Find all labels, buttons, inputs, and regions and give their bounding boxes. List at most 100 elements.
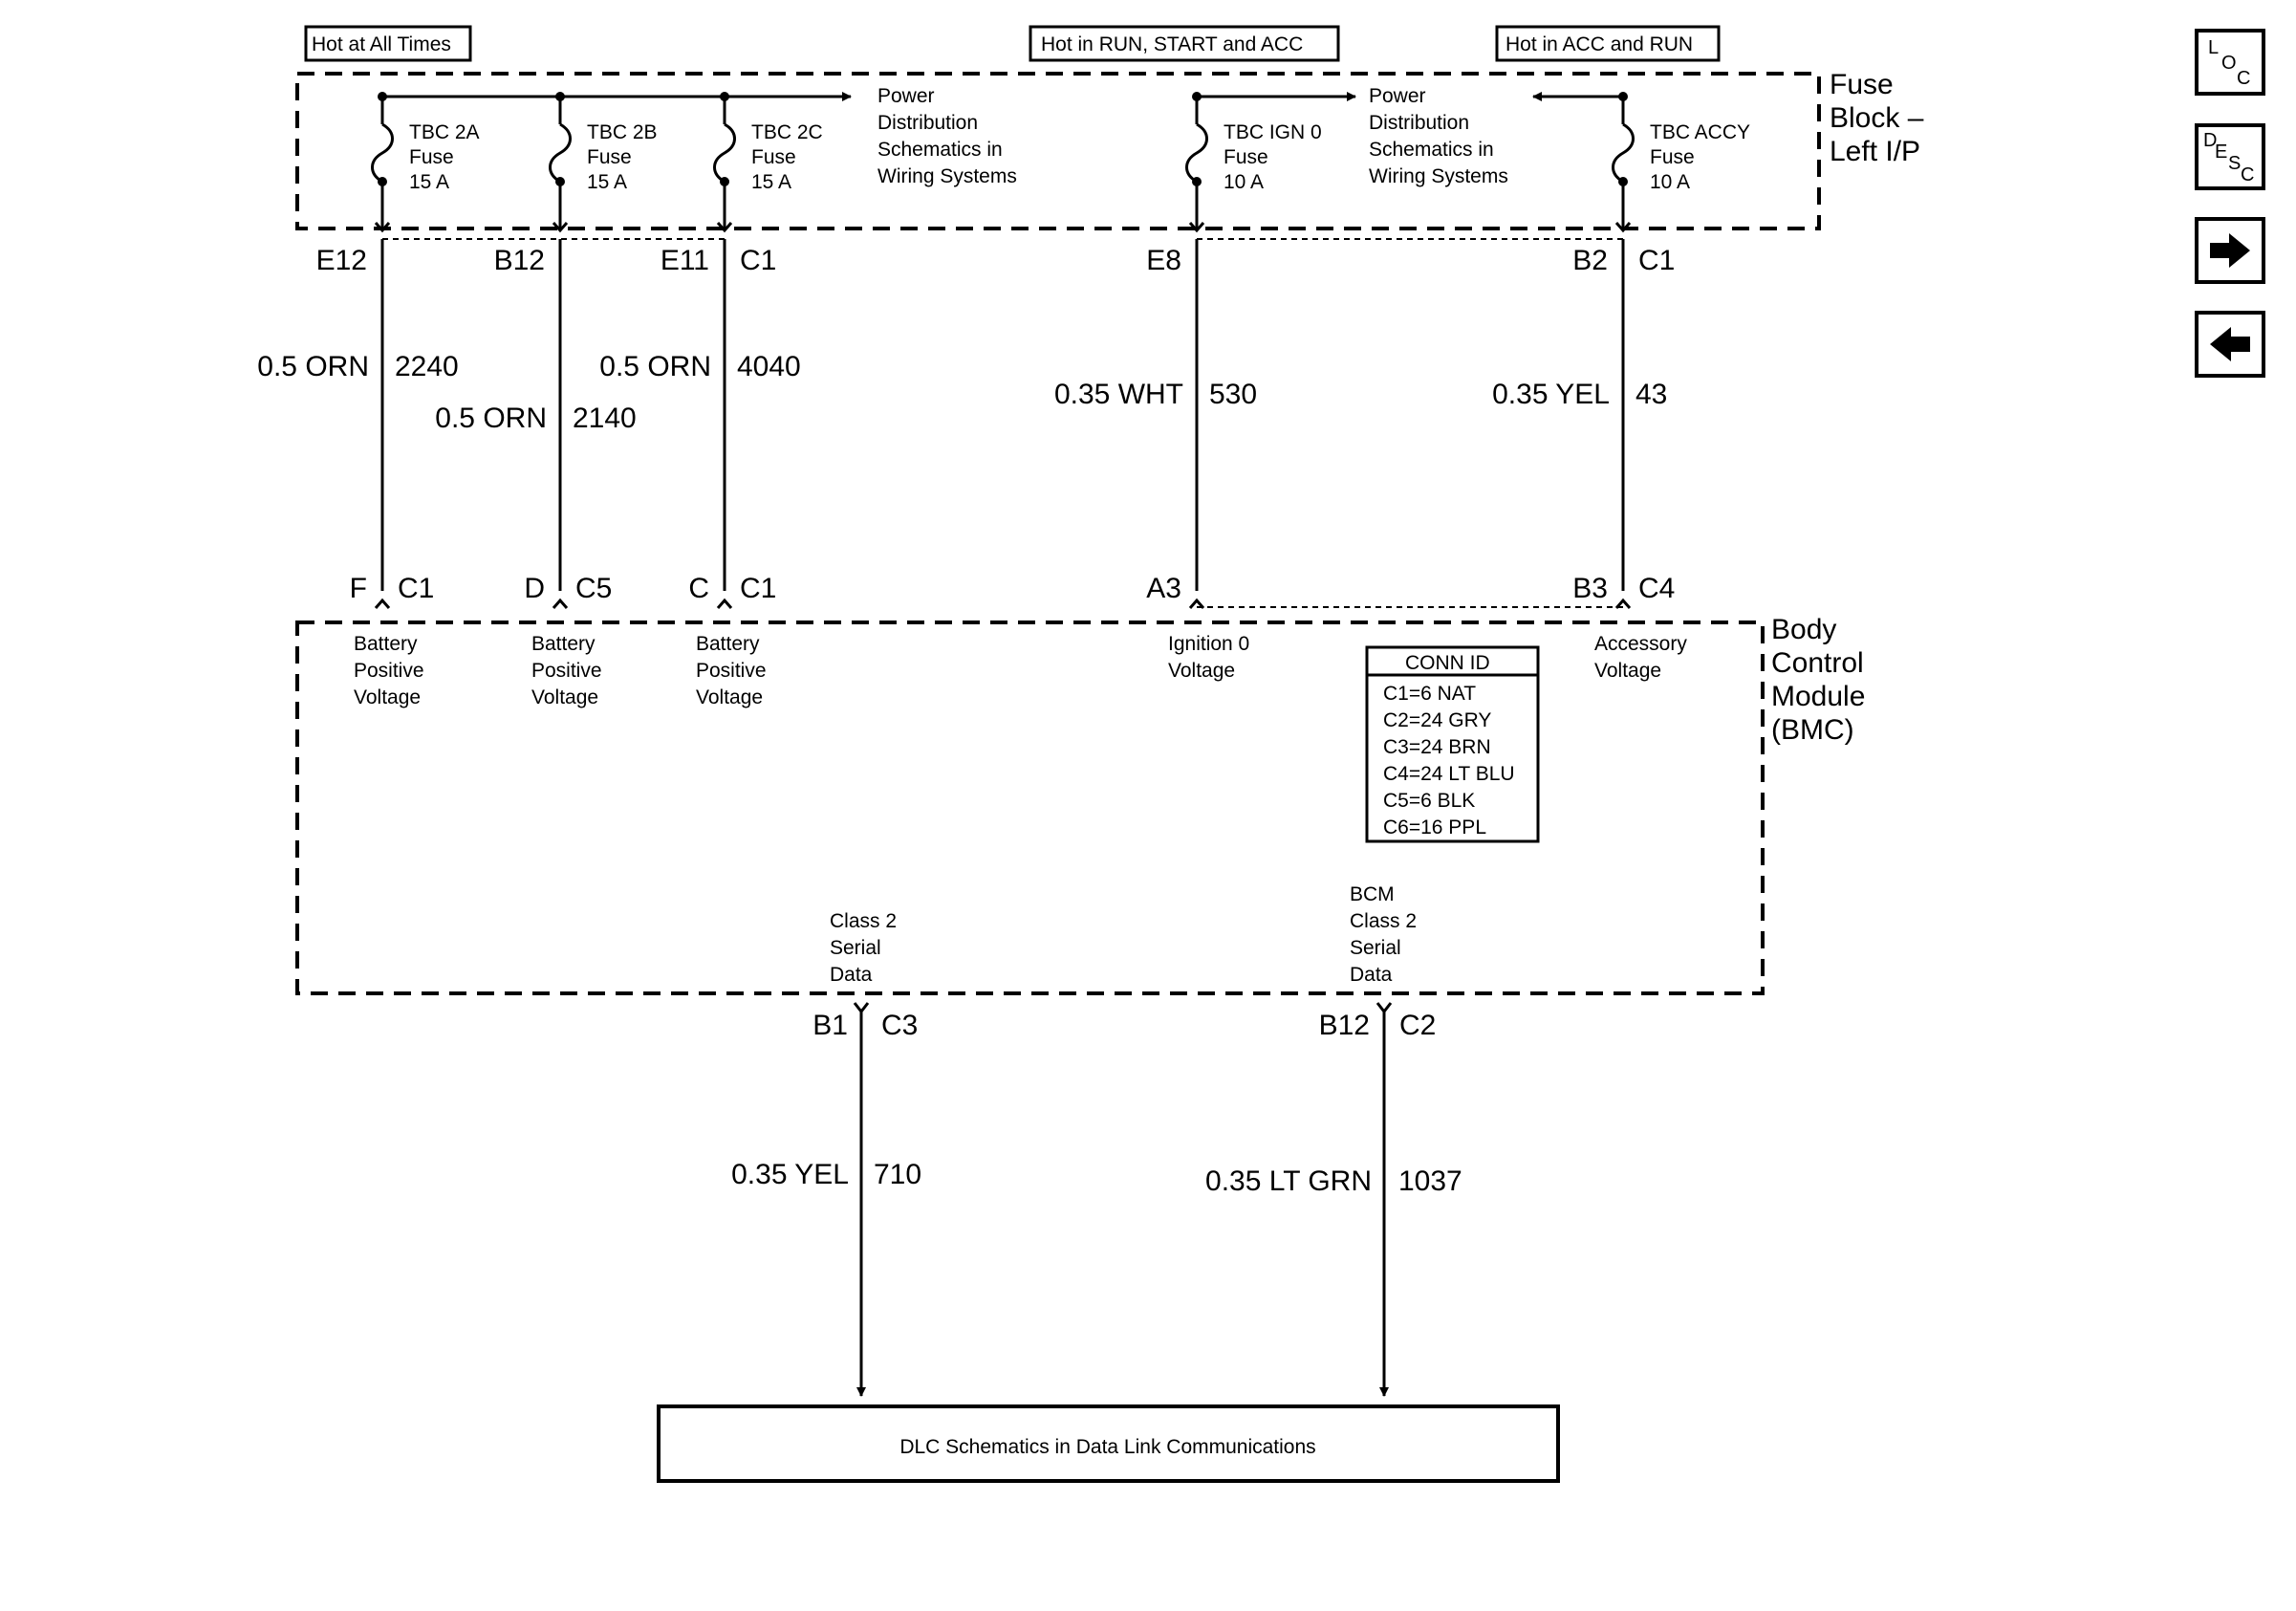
connector-pin: B3 (1572, 573, 1608, 604)
fuse-block-name: Fuse Block – Left I/P (1830, 69, 1924, 167)
connector-symbol-icon (1614, 598, 1632, 609)
note-line: Wiring Systems (877, 165, 1017, 187)
note-line: Schematics in (877, 139, 1003, 161)
wire-circuit-number: 2140 (573, 403, 637, 434)
output-label-line: Data (830, 964, 873, 986)
data-wire-class2: B1 C3 0.35 YEL 710 (731, 1002, 921, 1397)
connector-symbol-icon (716, 598, 733, 609)
fuse-block-outline (295, 72, 1821, 230)
connector-id: C1 (740, 245, 776, 276)
output-label-line: Data (1350, 964, 1393, 986)
nav-letter: C (2241, 164, 2255, 185)
bcm-name-line: Body (1771, 614, 1836, 645)
nav-letter: E (2215, 142, 2228, 163)
connector-pin: C (688, 573, 709, 604)
fuse-label-line: 15 A (587, 171, 627, 193)
prev-page-button[interactable] (2195, 311, 2265, 378)
fuse-symbol-icon (713, 122, 736, 184)
bcm-output-class2-label: Class 2 Serial Data (830, 910, 897, 986)
connector-id: C4 (1638, 573, 1675, 604)
fuse-label-line: 10 A (1224, 171, 1264, 193)
note-line: Power (1369, 85, 1426, 107)
supply-label-text: Hot in RUN, START and ACC (1041, 33, 1303, 55)
bcm-input-label-line: Battery (696, 633, 760, 655)
bcm-input-label-line: Battery (354, 633, 418, 655)
bcm-name-line: (BMC) (1771, 714, 1854, 746)
note-line: Schematics in (1369, 139, 1494, 161)
bcm-input-label-line: Accessory (1594, 633, 1687, 655)
output-label-line: Class 2 (1350, 910, 1417, 932)
nav-letter: D (2203, 130, 2218, 151)
fuse-label-line: TBC ACCY (1650, 121, 1750, 143)
connector-pin: B1 (812, 1010, 848, 1041)
wire-circuit-number: 2240 (395, 351, 459, 382)
note-line: Distribution (1369, 112, 1469, 134)
fuse-symbol-icon (1612, 122, 1635, 184)
nav-letter: C (2237, 68, 2251, 89)
nav-letter: S (2228, 153, 2242, 174)
wire-gauge-color: 0.5 ORN (257, 351, 369, 382)
connector-pin: A3 (1146, 573, 1181, 604)
bcm-input-label-line: Battery (531, 633, 596, 655)
connector-pin: B2 (1572, 245, 1608, 276)
bcm-input-label-line: Voltage (354, 686, 421, 708)
supply-label-text: Hot at All Times (312, 33, 451, 55)
note-line: Distribution (877, 112, 978, 134)
nav-letter: O (2221, 53, 2237, 74)
conn-id-title: CONN ID (1405, 652, 1490, 674)
bcm-input-label-line: Positive (354, 660, 424, 682)
connector-symbol-icon (1188, 598, 1205, 609)
wire-gauge-color: 0.35 LT GRN (1205, 1165, 1372, 1197)
note-line: Power (877, 85, 935, 107)
wire-gauge-color: 0.35 YEL (731, 1159, 849, 1190)
connector-symbol-icon (552, 222, 569, 233)
fuse-symbol-icon (549, 122, 572, 184)
connector-symbol-icon (1188, 222, 1205, 233)
bcm-name: Body Control Module (BMC) (1771, 614, 1865, 746)
bcm-input-label-line: Voltage (531, 686, 598, 708)
connector-id: C3 (881, 1010, 918, 1041)
dlc-box-label: DLC Schematics in Data Link Communicatio… (899, 1436, 1315, 1458)
wire-gauge-color: 0.5 ORN (599, 351, 711, 382)
supply-label-hot-run-start-acc: Hot in RUN, START and ACC (1029, 25, 1340, 62)
bcm-outline (295, 620, 1765, 995)
wire-circuit-number: 530 (1209, 379, 1257, 410)
connector-id: C2 (1399, 1010, 1436, 1041)
output-label-line: Serial (830, 937, 881, 959)
bcm-input-label-line: Voltage (696, 686, 763, 708)
wire-gauge-color: 0.5 ORN (435, 403, 547, 434)
wire-circuit-number: 1037 (1398, 1165, 1462, 1197)
wire-circuit-number: 710 (874, 1159, 921, 1190)
bcm-name-line: Control (1771, 647, 1864, 679)
connector-pin: B12 (494, 245, 545, 276)
bcm-input-label-line: Voltage (1168, 660, 1235, 682)
connector-pin: F (350, 573, 367, 604)
note-line: Wiring Systems (1369, 165, 1508, 187)
fuse-symbol-icon (371, 122, 394, 184)
fuse-label-line: 15 A (751, 171, 791, 193)
desc-button[interactable]: D E S C (2195, 123, 2265, 190)
bcm-input-label-line: Positive (531, 660, 602, 682)
fuse-label-line: Fuse (1224, 146, 1268, 168)
power-distribution-note-1: Power Distribution Schematics in Wiring … (877, 85, 1017, 187)
fuse-label-line: Fuse (587, 146, 632, 168)
connector-symbol-icon (552, 598, 569, 609)
fuse-label-line: TBC 2A (409, 121, 480, 143)
loc-button[interactable]: L O C (2195, 29, 2265, 96)
conn-id-row: C1=6 NAT (1383, 683, 1476, 705)
next-page-button[interactable] (2195, 217, 2265, 284)
fuse-label-line: Fuse (1650, 146, 1695, 168)
output-label-line: Class 2 (830, 910, 897, 932)
fuse-block-name-line: Fuse (1830, 69, 1894, 100)
dlc-schematics-reference[interactable]: DLC Schematics in Data Link Communicatio… (657, 1404, 1560, 1483)
connector-id: C5 (575, 573, 612, 604)
wire-gauge-color: 0.35 WHT (1054, 379, 1183, 410)
arrow-right-icon (2210, 233, 2250, 268)
connector-pin: D (524, 573, 545, 604)
conn-id-row: C5=6 BLK (1383, 790, 1475, 812)
